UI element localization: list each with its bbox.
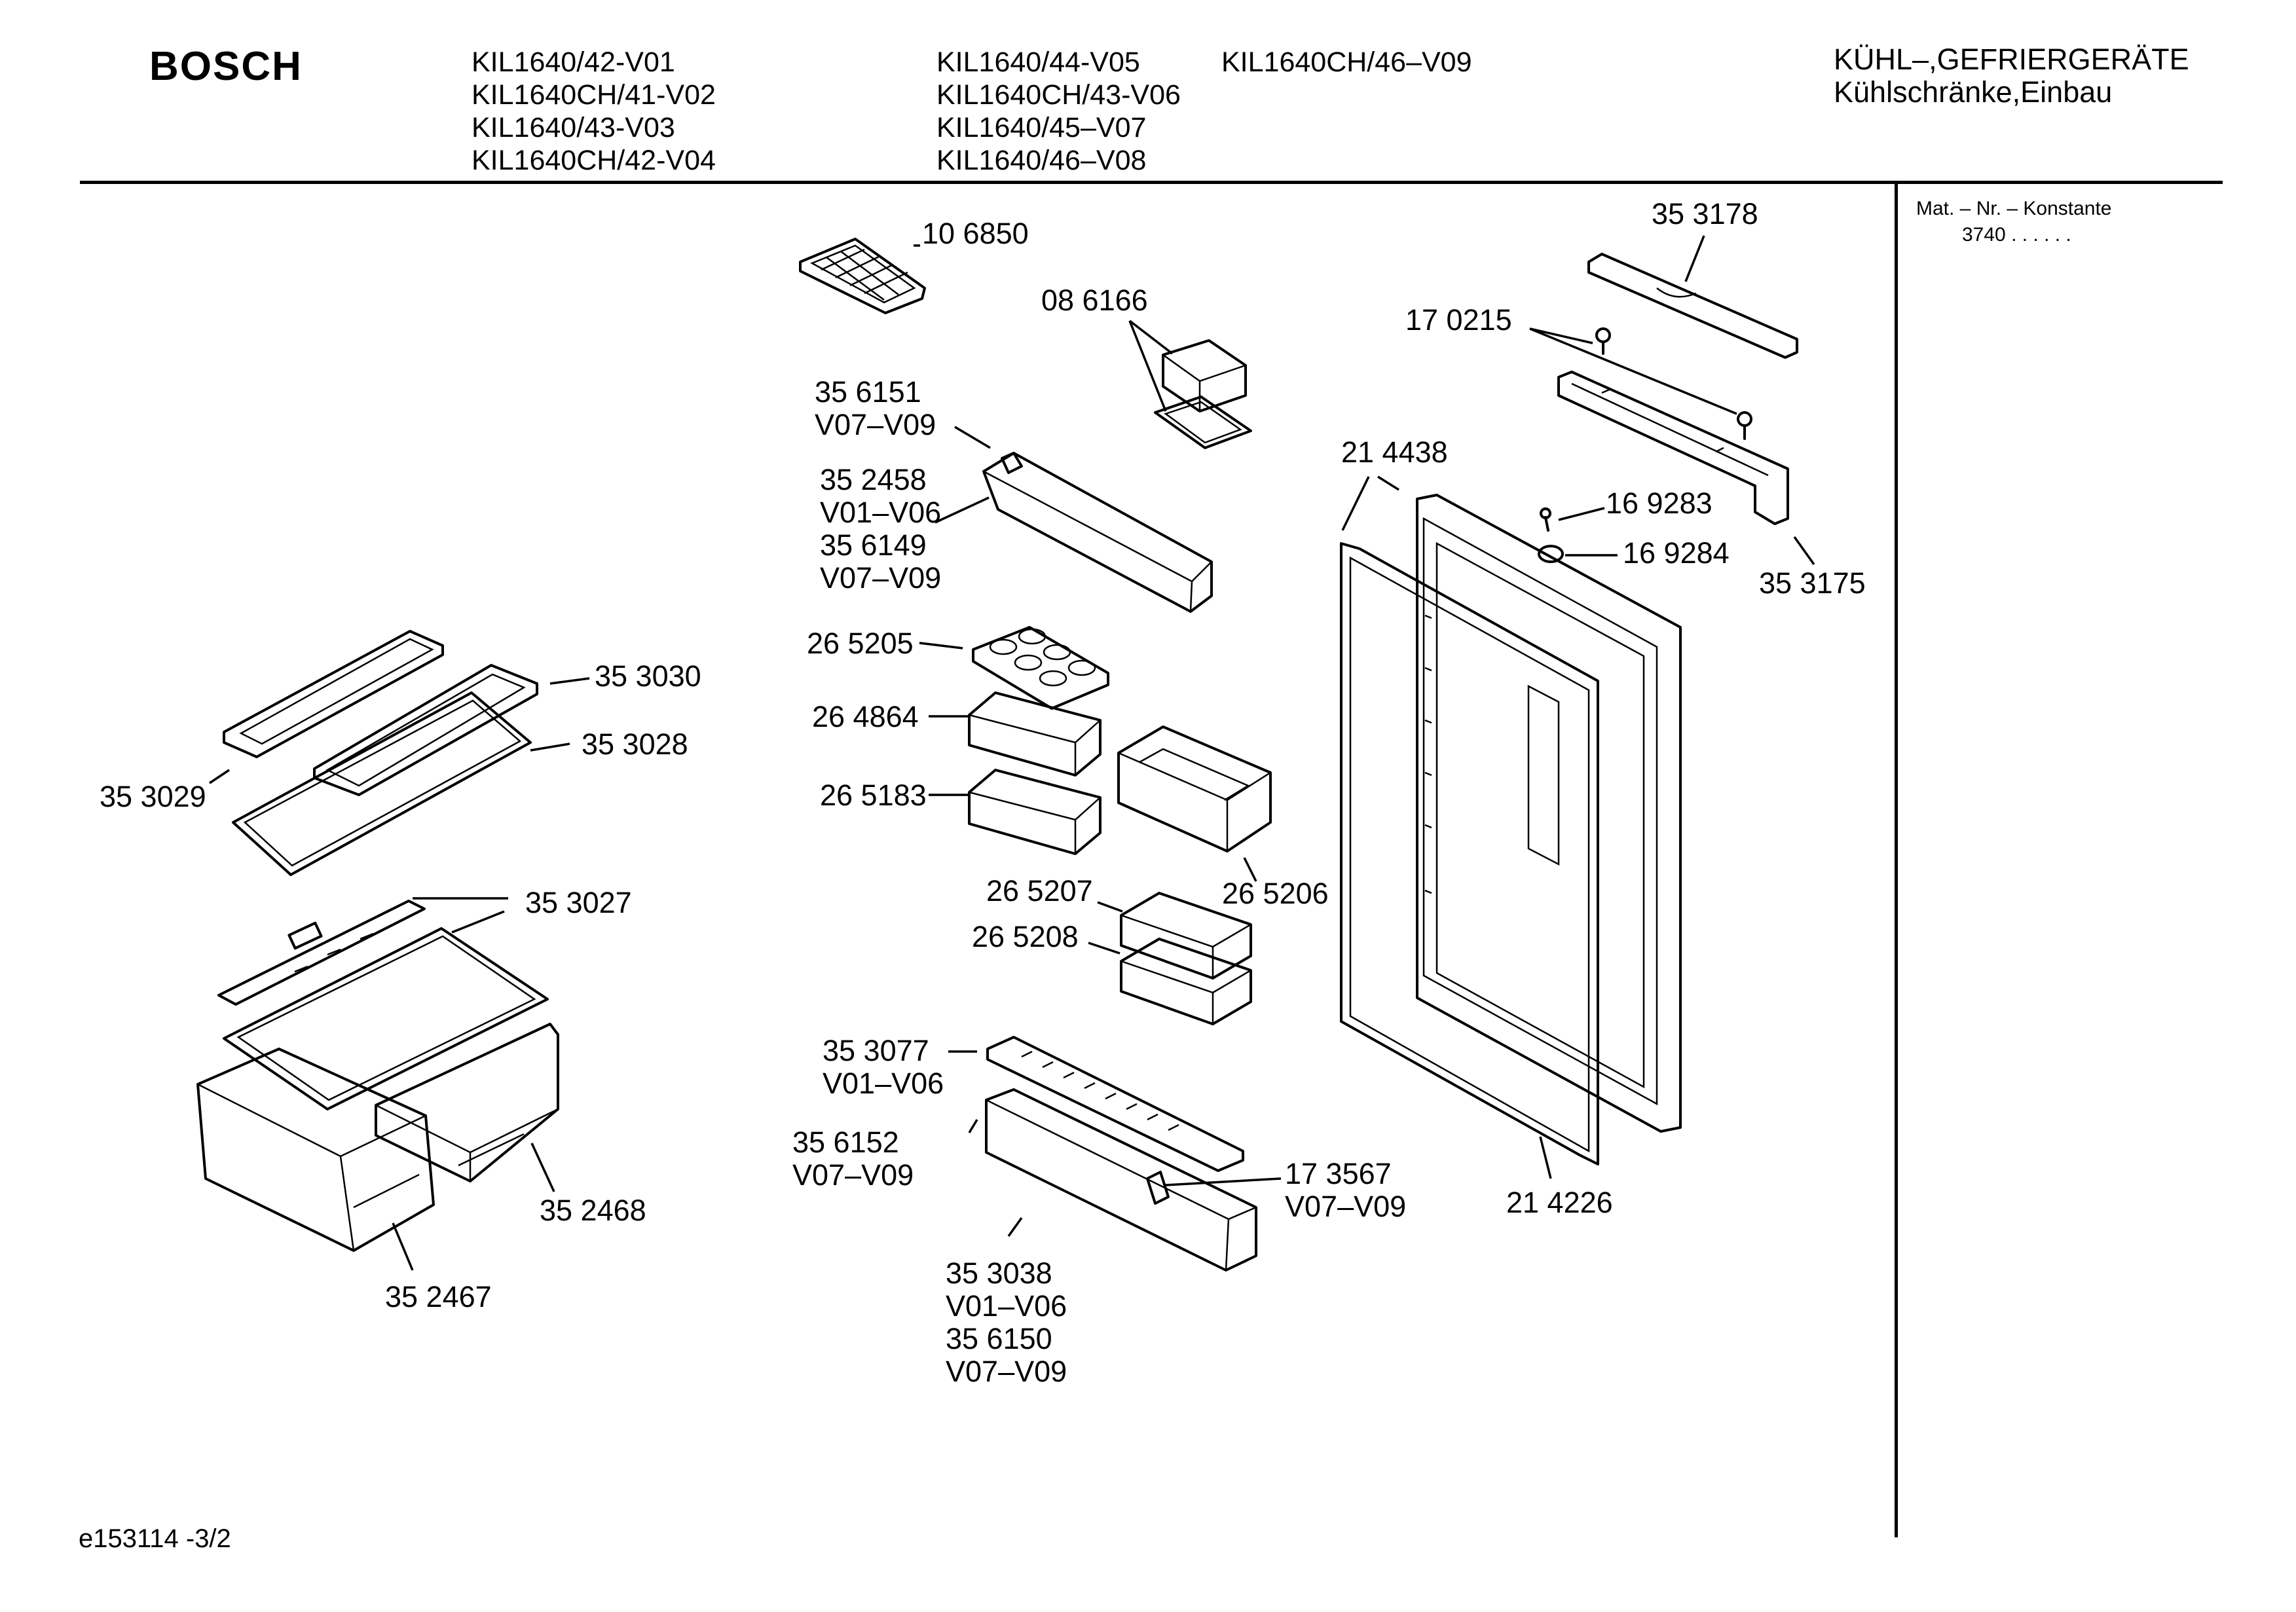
part-label: 16 9284 — [1623, 536, 1730, 570]
part-label: V07–V09 — [1285, 1190, 1406, 1223]
mat-nr-value: 3740 . . . . . . — [1962, 224, 2071, 246]
part-label: 35 3178 — [1652, 197, 1758, 230]
part-label: 16 9283 — [1606, 486, 1713, 520]
egg-holder-part — [972, 626, 1109, 710]
small-bin-a-part — [1120, 892, 1252, 980]
part-label: 35 3029 — [100, 780, 206, 813]
part-label: V07–V09 — [792, 1158, 914, 1192]
category-subtitle: Kühlschränke,Einbau — [1834, 75, 2113, 109]
part-label: 35 3175 — [1759, 566, 1866, 600]
part-label: V07–V09 — [820, 561, 941, 595]
part-label: 35 6149 — [820, 528, 927, 562]
part-label: 08 6166 — [1041, 284, 1148, 317]
model-item: KIL1640/45–V07 — [936, 112, 1147, 143]
header-divider — [80, 181, 2223, 184]
part-label: 17 0215 — [1405, 303, 1512, 337]
door-shelf-lower-part — [985, 1088, 1257, 1272]
model-item: KIL1640/43-V03 — [472, 112, 675, 143]
part-label: V07–V09 — [815, 408, 936, 441]
egg-tray-part — [799, 238, 926, 314]
part-label: 35 3077 — [823, 1034, 929, 1067]
model-item: KIL1640/46–V08 — [936, 145, 1147, 176]
screw-part — [1595, 327, 1611, 355]
glass-shelf-set-part — [223, 630, 538, 876]
part-label: 17 3567 — [1285, 1157, 1392, 1190]
model-item: KIL1640CH/42-V04 — [472, 145, 716, 176]
small-bin-upper-part — [968, 691, 1102, 777]
crisper-drawer-right-part — [375, 1023, 559, 1182]
butter-dish-part — [1154, 339, 1252, 449]
small-bin-b-part — [1120, 938, 1252, 1025]
part-label: 21 4226 — [1506, 1186, 1613, 1219]
door-gasket-part — [1340, 542, 1599, 1165]
part-label: 26 5205 — [807, 627, 914, 660]
mat-nr-label: Mat. – Nr. – Konstante — [1916, 198, 2112, 219]
crisper-cover-part — [217, 900, 549, 1110]
model-item: KIL1640CH/46–V09 — [1221, 46, 1472, 78]
part-label: 35 3038 — [946, 1256, 1052, 1290]
part-label: V01–V06 — [823, 1067, 944, 1100]
part-label: V01–V06 — [820, 496, 941, 529]
part-label: 26 4864 — [812, 700, 919, 733]
part-label: 35 3027 — [525, 886, 632, 919]
part-label: 35 2458 — [820, 463, 927, 496]
part-label: 26 5183 — [820, 779, 927, 812]
screw-part — [1737, 411, 1752, 440]
model-item: KIL1640CH/43-V06 — [936, 79, 1181, 111]
part-label: 35 6152 — [792, 1126, 899, 1159]
part-label: 35 3030 — [595, 659, 701, 693]
part-label: V01–V06 — [946, 1289, 1067, 1323]
door-shelf-upper-part — [982, 452, 1213, 613]
part-label: 35 2468 — [540, 1194, 646, 1227]
part-label: 10 6850 — [922, 217, 1029, 250]
part-label: 26 5207 — [986, 874, 1093, 907]
screw-small-part — [1540, 507, 1551, 532]
part-label: 35 6151 — [815, 375, 921, 409]
category-title: KÜHL–,GEFRIERGERÄTE — [1834, 43, 2189, 76]
model-item: KIL1640/44-V05 — [936, 46, 1140, 78]
bottle-guard-part — [986, 1036, 1244, 1172]
part-label: V07–V09 — [946, 1355, 1067, 1388]
hinge-cover-part — [1587, 253, 1798, 359]
hinge-bracket-part — [1557, 371, 1789, 525]
part-label: 35 3028 — [582, 727, 688, 761]
crisper-drawer-left-part — [196, 1048, 435, 1252]
door-liner-part — [1416, 494, 1682, 1133]
part-label: 26 5208 — [972, 920, 1079, 953]
part-label: 21 4438 — [1341, 435, 1448, 469]
part-label: 35 6150 — [946, 1322, 1052, 1355]
plug-part — [1538, 545, 1564, 563]
bottle-bin-part — [1117, 725, 1272, 852]
part-label: 35 2467 — [385, 1280, 492, 1313]
model-item: KIL1640CH/41-V02 — [472, 79, 716, 111]
part-label: 26 5206 — [1222, 877, 1329, 910]
drawing-id: e153114 -3/2 — [79, 1524, 231, 1553]
model-item: KIL1640/42-V01 — [472, 46, 675, 78]
brand-logo: BOSCH — [149, 44, 303, 89]
sidebar-divider — [1895, 183, 1898, 1537]
small-bin-lower-part — [968, 769, 1102, 855]
